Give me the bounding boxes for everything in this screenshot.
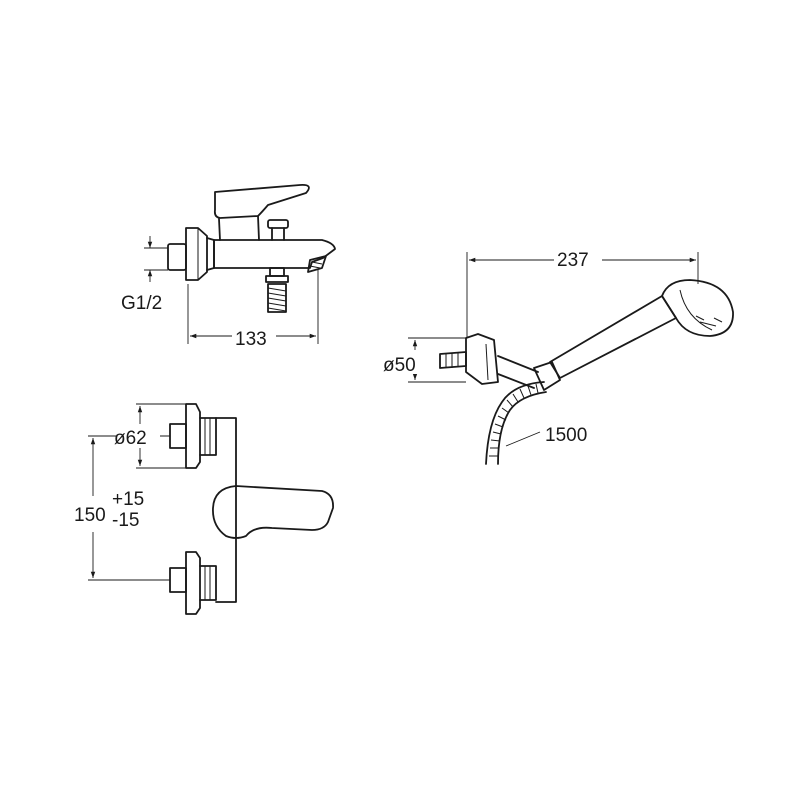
handle-width-label: 237 [557,250,589,271]
center-distance-label: 150 [74,505,106,526]
tolerance-plus-label: +15 [112,489,144,510]
depth-dimension-label: 133 [235,329,267,350]
hose-length-label: 1500 [545,425,587,446]
mixer-side-view [144,184,336,344]
tolerance-minus-label: -15 [112,510,139,531]
bracket-diameter-label: ø50 [383,355,416,376]
mixer-front-view [88,403,334,615]
flange-diameter-label: ø62 [114,428,147,449]
thread-size-label: G1/2 [121,293,162,314]
